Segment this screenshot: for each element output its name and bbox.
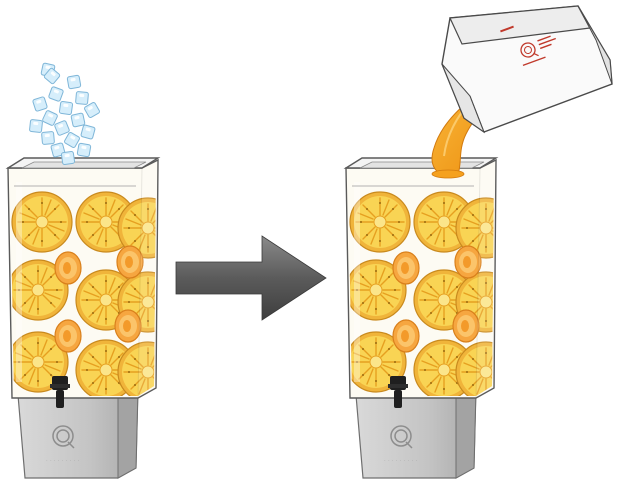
right-arrow-icon: [175, 235, 327, 321]
ice-cubes-icon: [28, 62, 101, 166]
juice-carton: [441, 5, 613, 134]
carton-logo-icon: [520, 35, 556, 67]
dispenser-right: [346, 158, 516, 478]
dispenser-left: [8, 158, 178, 478]
